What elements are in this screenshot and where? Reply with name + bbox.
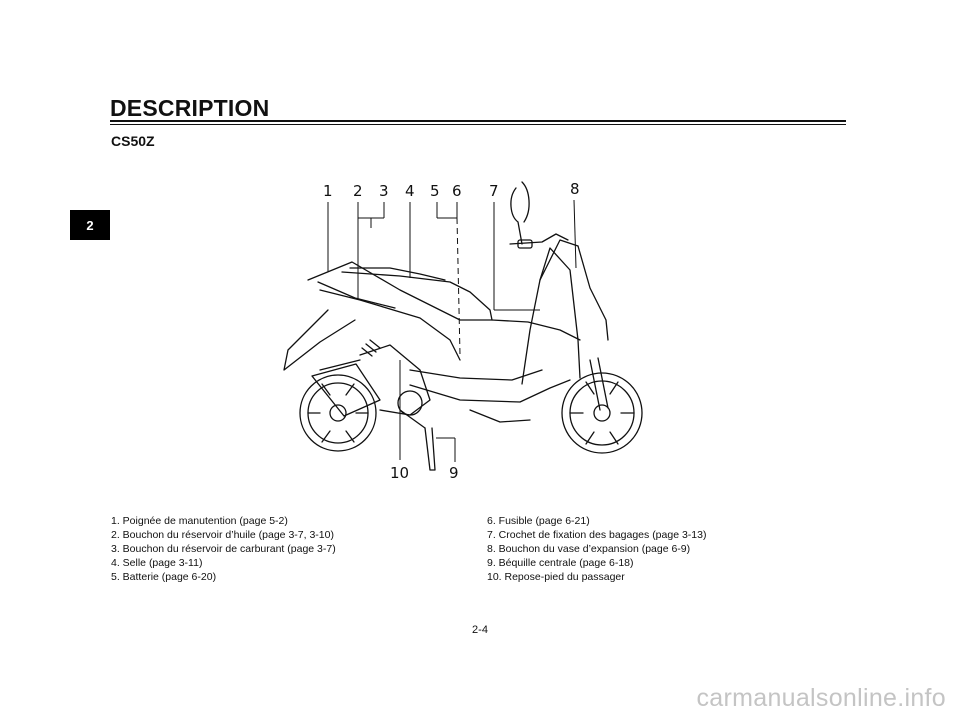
legend-item: 2. Bouchon du réservoir d’huile (page 3-… (111, 529, 334, 541)
center-stand (424, 427, 436, 471)
chapter-tab: 2 (70, 210, 110, 240)
legend-item: 10. Repose-pied du passager (487, 571, 625, 583)
legend-item: 5. Batterie (page 6-20) (111, 571, 217, 583)
handlebar (509, 233, 569, 245)
watermark: carmanualsonline.info (696, 684, 946, 712)
legend-item: 7. Crochet de fixation des bagages (page… (487, 529, 707, 541)
header-rule-thick (110, 120, 846, 122)
floorboard (409, 379, 571, 403)
front-fork (589, 357, 609, 411)
callout-2: 2 (353, 182, 363, 200)
model-subtitle: CS50Z (111, 133, 155, 149)
page-title: DESCRIPTION (110, 95, 270, 121)
callout-6: 6 (452, 182, 462, 200)
callout-8: 8 (570, 180, 580, 198)
header-rule-thin (110, 124, 846, 125)
rear-fender (283, 309, 356, 371)
legend-item: 9. Béquille centrale (page 6-18) (487, 557, 634, 569)
seat (341, 271, 493, 321)
mirror (510, 187, 523, 245)
rear-body (307, 261, 581, 341)
callout-1: 1 (323, 182, 333, 200)
rear-wheel (299, 374, 377, 452)
legend-item: 6. Fusible (page 6-21) (487, 515, 590, 527)
front-leg-shield (521, 247, 581, 385)
callout-7: 7 (489, 182, 499, 200)
muffler (311, 359, 381, 417)
legend-item: 3. Bouchon du réservoir de carburant (pa… (111, 543, 336, 555)
legend-item: 8. Bouchon du vase d’expansion (page 6-9… (487, 543, 691, 555)
front-wheel (561, 372, 643, 454)
callout-5: 5 (430, 182, 440, 200)
callout-9: 9 (449, 464, 459, 482)
legend-right-column: 6. Fusible (page 6-21) 7. Crochet de fix… (487, 514, 706, 584)
callout-10: 10 (390, 464, 409, 482)
callout-3: 3 (379, 182, 389, 200)
scooter-diagram: 1 2 3 4 5 6 7 8 10 9 (283, 180, 643, 482)
callout-4: 4 (405, 182, 415, 200)
legend-item: 1. Poignée de manutention (page 5-2) (111, 515, 288, 527)
page-number: 2-4 (472, 624, 488, 636)
legend-left-column: 1. Poignée de manutention (page 5-2) 2. … (111, 514, 336, 584)
legend-item: 4. Selle (page 3-11) (111, 557, 203, 569)
